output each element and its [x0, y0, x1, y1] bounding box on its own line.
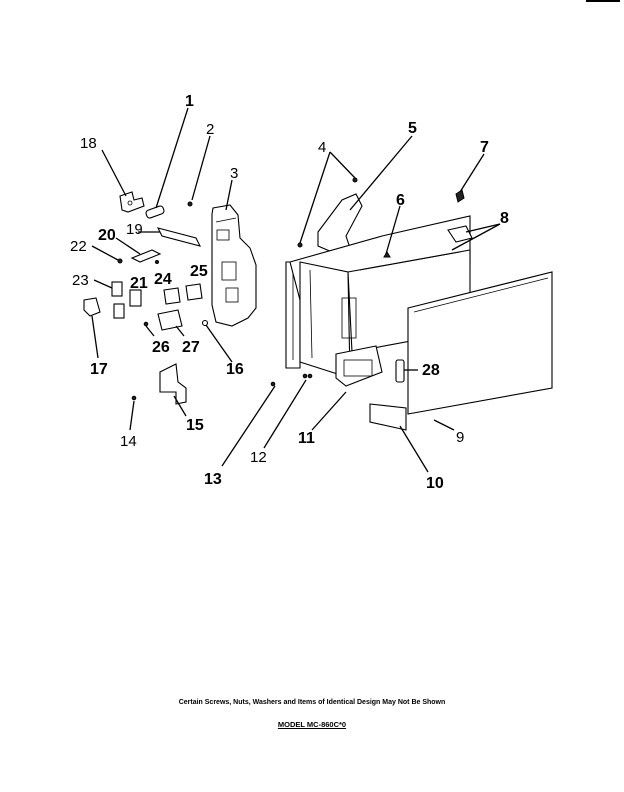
callout-8: 8 [500, 210, 509, 227]
part-23-switch [111, 281, 123, 297]
part-19-lever [156, 227, 202, 247]
part-24-switch [163, 287, 181, 305]
leader-lines [91, 107, 501, 473]
part-3-latch-plate [211, 204, 257, 327]
footnote-text: Certain Screws, Nuts, Washers and Items … [178, 699, 446, 706]
callout-13: 13 [204, 471, 222, 488]
part-26-screw [143, 321, 149, 327]
callout-3: 3 [230, 165, 238, 182]
part-15-bracket [159, 363, 187, 405]
part-20-lever [130, 249, 162, 264]
part-25-switch [185, 283, 203, 301]
part-12-screws [302, 373, 313, 379]
callout-5: 5 [408, 120, 417, 137]
callout-4: 4 [318, 139, 326, 156]
part-28-fuse [395, 359, 405, 383]
callout-1: 1 [185, 93, 194, 110]
part-27-bracket [157, 309, 183, 331]
callout-22: 22 [70, 238, 87, 255]
part-16-screw [201, 319, 209, 327]
callout-11: 11 [298, 430, 315, 447]
callout-26: 26 [152, 339, 170, 356]
part-9-outer-cabinet [407, 271, 553, 415]
callout-2: 2 [206, 121, 214, 138]
callout-17: 17 [90, 361, 108, 378]
callout-27: 27 [182, 339, 200, 356]
callout-21: 21 [130, 275, 148, 292]
callout-10: 10 [426, 475, 444, 492]
callout-28: 28 [422, 362, 440, 379]
callout-7: 7 [480, 139, 489, 156]
part-1-switch [145, 205, 165, 219]
callout-23: 23 [72, 272, 89, 289]
callout-20: 20 [98, 227, 116, 244]
callout-25: 25 [190, 263, 208, 280]
part-10-panel [369, 403, 407, 431]
part-4-screw-a [352, 177, 358, 183]
part-2-screw [187, 201, 193, 207]
part-14-screw [131, 395, 137, 401]
callout-12: 12 [250, 449, 267, 466]
callout-19: 19 [126, 221, 143, 238]
callout-14: 14 [120, 433, 137, 450]
part-8-clamp [447, 225, 473, 243]
callout-6: 6 [396, 192, 405, 209]
callout-labels: 1 2 3 4 5 6 7 8 9 10 11 12 13 14 15 16 1… [70, 93, 509, 492]
model-number-label: MODEL MC-860C*0 [277, 720, 347, 729]
part-13-screw [270, 381, 276, 387]
callout-9: 9 [456, 429, 464, 446]
callout-24: 24 [154, 271, 172, 288]
part-18-latch-bracket [119, 191, 145, 213]
part-17-clip [83, 297, 101, 317]
part-22-screw [117, 258, 123, 264]
callout-15: 15 [186, 417, 204, 434]
part-4-screw-b [297, 242, 303, 248]
model-number: MODEL MC-860C*0 [0, 720, 624, 729]
callout-18: 18 [80, 135, 97, 152]
callout-16: 16 [226, 361, 244, 378]
part-11-magnetron [335, 345, 383, 387]
top-edge-rule [586, 0, 620, 2]
part-21-switch [113, 289, 142, 319]
